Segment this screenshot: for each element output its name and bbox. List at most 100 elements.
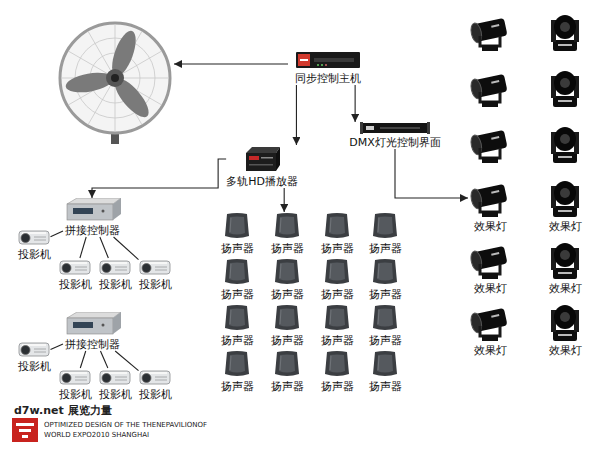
projector: 投影机 (59, 368, 92, 401)
speaker: 扬声器 (369, 350, 402, 393)
connector-line (100, 351, 107, 368)
speaker: 扬声器 (369, 304, 402, 347)
device-label: 投影机 (99, 388, 132, 401)
device-label: 投影机 (18, 360, 51, 373)
wall-fan (60, 23, 170, 144)
speaker-icon (223, 258, 251, 286)
connector-line (51, 344, 64, 349)
speaker: 扬声器 (369, 258, 402, 301)
connector-arrow (92, 159, 226, 198)
device-label: 投影机 (139, 278, 172, 291)
device-label: 拼接控制器 (65, 338, 120, 351)
speaker: 扬声器 (321, 304, 354, 347)
projector-icon (18, 340, 50, 358)
effect-lamp-icon (468, 178, 512, 218)
speaker: 扬声器 (321, 212, 354, 255)
device-label: 效果灯 (549, 220, 582, 233)
connector-arrow (296, 85, 297, 145)
effect-lamp: 效果灯 (468, 302, 512, 357)
device-label: 扬声器 (221, 288, 254, 301)
fan-arrow (174, 63, 288, 64)
projector: 投影机 (139, 258, 172, 291)
speaker-icon (273, 350, 301, 378)
projector: 投影机 (139, 368, 172, 401)
moving-head-lamp-icon (543, 240, 587, 280)
device-label: 效果灯 (549, 282, 582, 295)
device-label: 投影机 (59, 278, 92, 291)
projector: 投影机 (18, 228, 51, 261)
projector: 投影机 (99, 258, 132, 291)
speaker-icon (371, 258, 399, 286)
speaker: 扬声器 (221, 258, 254, 301)
speaker-icon (371, 350, 399, 378)
projector: 投影机 (59, 258, 92, 291)
speaker-icon (273, 258, 301, 286)
speaker: 扬声器 (271, 212, 304, 255)
moving-head-lamp: 效果灯 (543, 302, 587, 357)
speaker-icon (323, 350, 351, 378)
moving-head-lamp: 效果灯 (543, 178, 587, 233)
expo-caption: WORLD EXPO2010 SHANGHAI (44, 431, 149, 439)
moving-head-lamp-icon (543, 178, 587, 218)
device-label: 扬声器 (321, 334, 354, 347)
device-label: 扬声器 (369, 380, 402, 393)
connector-line (80, 351, 85, 368)
device-label: DMX灯光控制界面 (349, 136, 441, 149)
connector-arrow (355, 85, 356, 122)
device-label: 多轨HD播放器 (226, 175, 298, 188)
device-label: 扬声器 (321, 242, 354, 255)
speaker-icon (371, 212, 399, 240)
effect-lamp-icon (468, 240, 512, 280)
device-label: 扬声器 (271, 334, 304, 347)
sync-host: 同步控制主机 (295, 50, 361, 85)
moving-head-lamp: 效果灯 (543, 240, 587, 295)
device-label: 拼接控制器 (65, 224, 120, 237)
device-label: 扬声器 (221, 380, 254, 393)
dmx-console-icon (360, 122, 430, 134)
sync-host-icon (296, 50, 360, 70)
projector-icon (99, 258, 131, 276)
splice-controller-icon (63, 198, 121, 222)
speaker: 扬声器 (321, 350, 354, 393)
connector-arrow (395, 149, 468, 198)
effect-lamp: 效果灯 (468, 178, 512, 233)
speaker-icon (323, 304, 351, 332)
device-label: 扬声器 (369, 288, 402, 301)
speaker: 扬声器 (271, 258, 304, 301)
speaker: 扬声器 (221, 350, 254, 393)
speaker-icon (323, 212, 351, 240)
device-label: 效果灯 (549, 344, 582, 357)
speaker: 扬声器 (221, 304, 254, 347)
speaker: 扬声器 (271, 350, 304, 393)
projector-icon (99, 368, 131, 386)
device-label: 扬声器 (369, 334, 402, 347)
device-label: 扬声器 (321, 288, 354, 301)
speaker-icon (223, 304, 251, 332)
device-label: 投影机 (99, 278, 132, 291)
device-label: 扬声器 (271, 288, 304, 301)
connector-line (80, 237, 86, 258)
effect-lamp-icon (468, 302, 512, 342)
speaker: 扬声器 (221, 212, 254, 255)
splice-controller-icon (63, 312, 121, 336)
splice-controller: 拼接控制器 (63, 312, 121, 351)
projector-icon (18, 228, 50, 246)
connector-line (115, 351, 138, 371)
hd-player: 多轨HD播放器 (226, 145, 298, 188)
expo-caption: OPTIMIZED DESIGN OF THE THENEPAVILIONOF (44, 421, 207, 429)
projector-icon (59, 258, 91, 276)
moving-head-lamp-icon (543, 302, 587, 342)
effect-lamps (469, 15, 579, 163)
connector-line (114, 237, 139, 260)
projector-icon (59, 368, 91, 386)
speaker: 扬声器 (369, 212, 402, 255)
hd-player-icon (244, 145, 280, 173)
connector-line (51, 231, 64, 237)
device-label: 投影机 (139, 388, 172, 401)
device-label: 扬声器 (271, 380, 304, 393)
speaker-icon (323, 258, 351, 286)
device-label: 同步控制主机 (295, 72, 361, 85)
speaker-icon (223, 350, 251, 378)
speaker: 扬声器 (321, 258, 354, 301)
dmx-console: DMX灯光控制界面 (349, 122, 441, 149)
